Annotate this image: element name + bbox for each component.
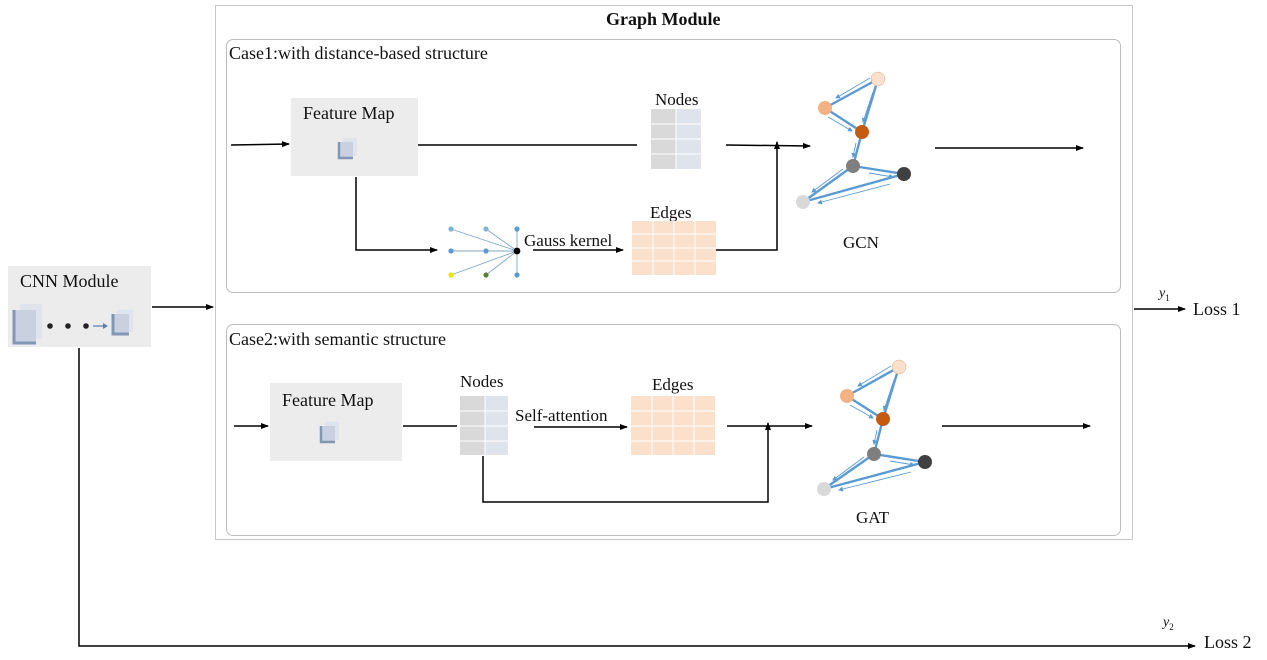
case2-title: Case2:with semantic structure [229, 329, 446, 349]
case2-flow-lines [234, 422, 1091, 503]
loss1-label: Loss 1 [1193, 299, 1241, 319]
gat-graph-icon [817, 359, 932, 496]
case2-network-label: GAT [856, 508, 890, 527]
case2-edges-grid [631, 396, 715, 455]
case1-feature-map-label: Feature Map [303, 103, 395, 123]
graph-module-title: Graph Module [606, 9, 721, 29]
case2-feature-map-label: Feature Map [282, 390, 374, 410]
case1-edges-label: Edges [650, 203, 692, 222]
case2-feature-map-icon [319, 422, 339, 444]
case1-feature-map-icon [337, 138, 357, 160]
y1-label: y1 [1159, 286, 1170, 303]
loss2-label: Loss 2 [1204, 632, 1252, 652]
gauss-kernel-star-icon [448, 226, 521, 278]
case2-nodes-grid [460, 396, 508, 455]
module-flow-lines [78, 304, 1196, 649]
graph-module-frame [215, 5, 1133, 540]
case1-edges-grid [632, 221, 716, 275]
case1-panel [226, 39, 1121, 293]
case1-nodes-label: Nodes [655, 90, 699, 109]
case2-panel [226, 324, 1121, 536]
cnn-module-label: CNN Module [20, 271, 119, 291]
case1-kernel-label: Gauss kernel [524, 231, 613, 250]
case1-network-label: GCN [843, 233, 879, 252]
y2-label: y2 [1163, 615, 1174, 632]
case1-nodes-grid [651, 109, 701, 169]
cnn-feature-stack-icon [12, 304, 133, 345]
case1-feature-map-box [291, 98, 418, 176]
case2-nodes-label: Nodes [460, 372, 504, 391]
case1-title: Case1:with distance-based structure [229, 43, 488, 63]
gcn-graph-icon [796, 71, 911, 209]
case2-edges-label: Edges [652, 375, 694, 394]
case1-flow-lines [230, 141, 1084, 253]
case2-attention-label: Self-attention [515, 406, 608, 425]
